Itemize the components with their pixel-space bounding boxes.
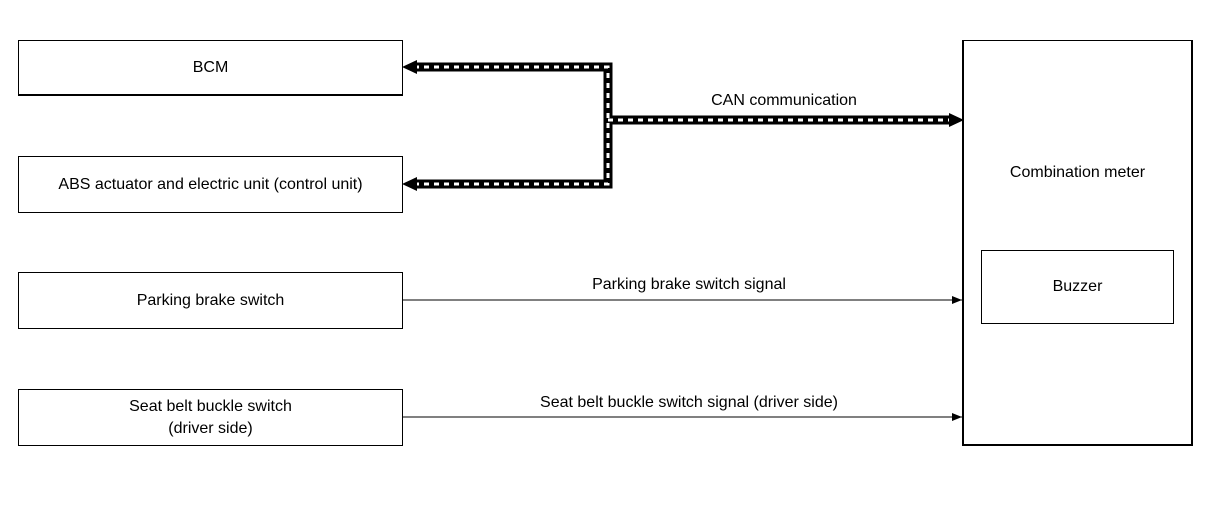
combination-meter-box: Combination meter xyxy=(962,40,1193,446)
abs-box: ABS actuator and electric unit (control … xyxy=(18,156,403,213)
can-arrow-to-bcm xyxy=(402,60,417,74)
seatbelt-signal-label: Seat belt buckle switch signal (driver s… xyxy=(540,394,838,411)
abs-label: ABS actuator and electric unit (control … xyxy=(58,175,363,193)
can-bus-outline xyxy=(414,62,953,189)
bcm-box: BCM xyxy=(18,40,403,96)
combination-meter-label: Combination meter xyxy=(1009,164,1146,181)
parking-brake-signal-label: Parking brake switch signal xyxy=(592,276,786,293)
buzzer-box: Buzzer xyxy=(981,250,1174,324)
bcm-label: BCM xyxy=(192,58,229,76)
can-bus-dashes xyxy=(414,65,953,186)
can-arrow-to-meter xyxy=(949,113,964,127)
seatbelt-switch-box: Seat belt buckle switch (driver side) xyxy=(18,389,403,446)
can-bus xyxy=(402,60,964,191)
parking-brake-switch-label: Parking brake switch xyxy=(136,291,285,309)
seatbelt-switch-label: Seat belt buckle switch (driver side) xyxy=(129,397,292,437)
can-arrow-to-abs xyxy=(402,177,417,191)
can-communication-label: CAN communication xyxy=(711,92,857,109)
parking-brake-switch-box: Parking brake switch xyxy=(18,272,403,329)
buzzer-label: Buzzer xyxy=(1052,278,1103,295)
